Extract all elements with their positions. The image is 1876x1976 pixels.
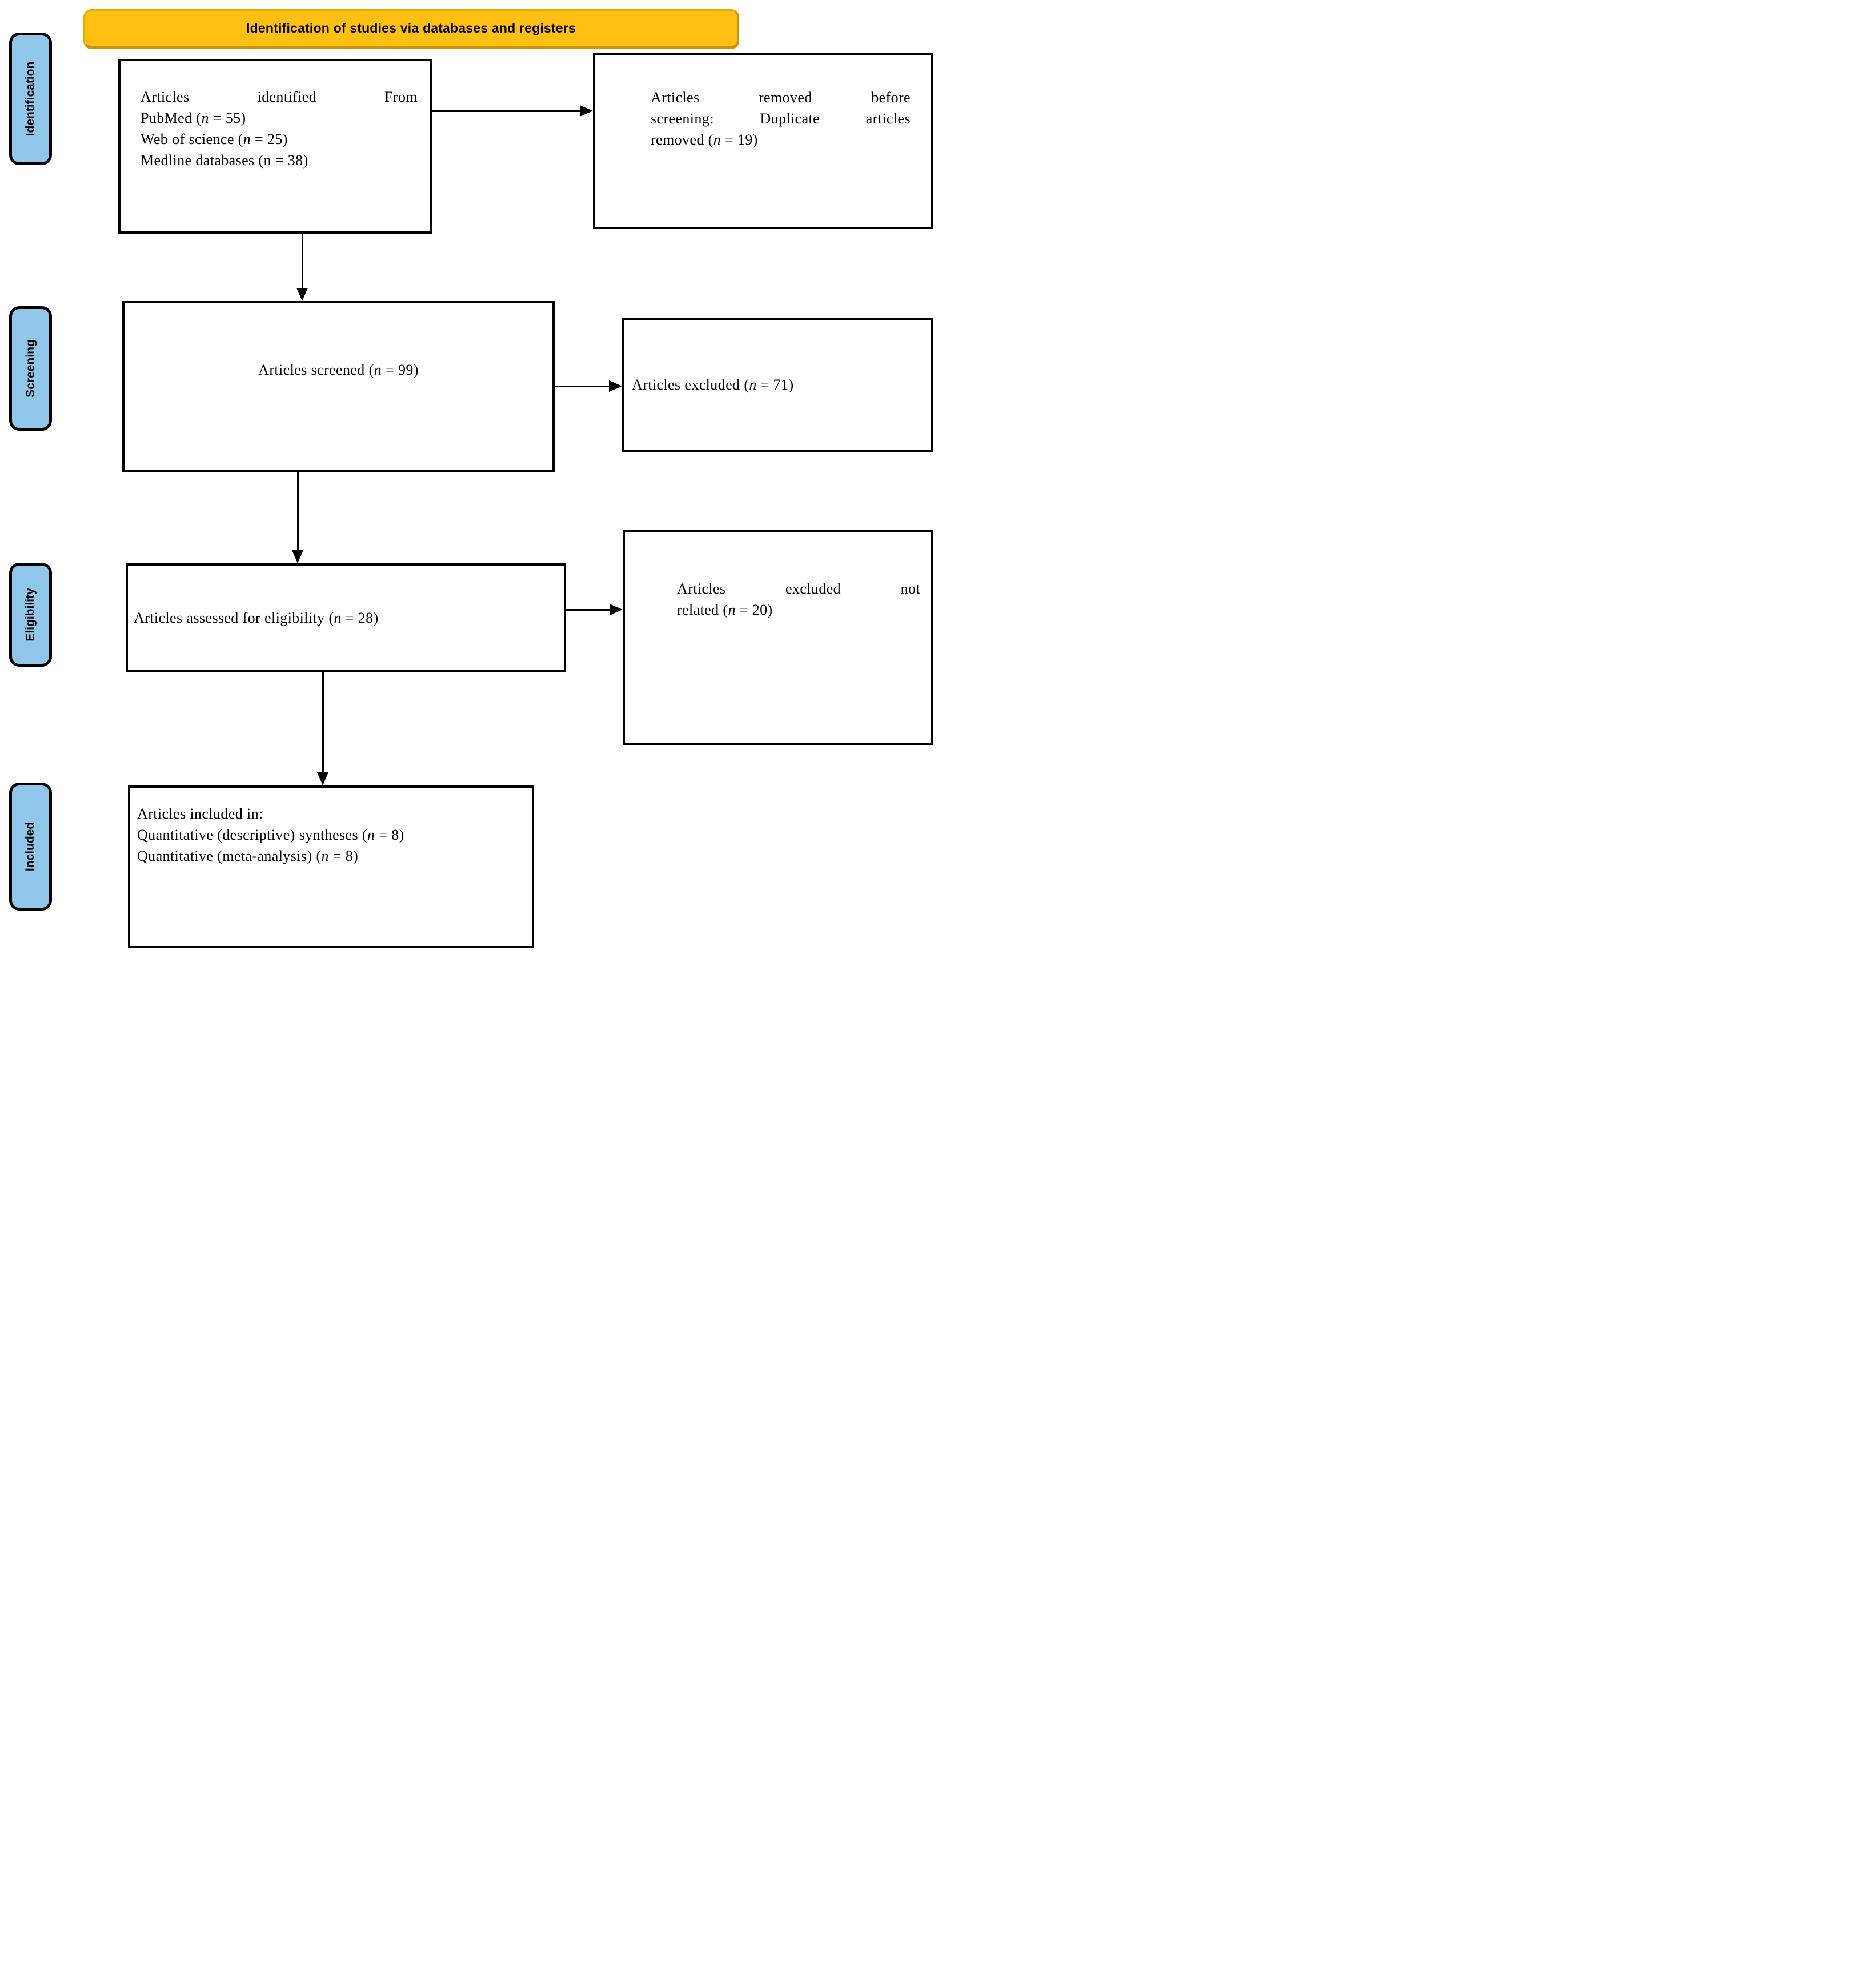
arrow-line bbox=[555, 386, 610, 387]
italic-n: n bbox=[334, 609, 342, 626]
text-segment: Quantitative (meta-analysis) ( bbox=[137, 848, 322, 864]
italic-n: n bbox=[243, 131, 251, 147]
arrowhead-down-icon bbox=[292, 550, 303, 563]
box-articles-excluded: Articles excluded (n = 71) bbox=[622, 318, 933, 452]
stage-label-text: Included bbox=[23, 821, 37, 872]
text-segment: Articles excluded not bbox=[677, 580, 920, 597]
italic-n: n bbox=[749, 376, 757, 393]
text-segment: = 28) bbox=[341, 609, 379, 626]
stage-label-text: Screening bbox=[23, 339, 37, 398]
italic-n: n bbox=[713, 131, 721, 148]
banner: Identification of studies via databases … bbox=[83, 9, 739, 49]
box-articles-excluded-not-related: Articles excluded not related (n = 20) bbox=[623, 530, 933, 745]
text-segment: = 25) bbox=[251, 131, 288, 147]
text-segment: = 55) bbox=[209, 110, 246, 126]
arrow-line bbox=[322, 672, 324, 773]
italic-n: n bbox=[321, 848, 329, 864]
italic-n: n bbox=[728, 602, 736, 618]
text-line: Medline databases (n = 38) bbox=[141, 150, 418, 171]
text-segment: = 8) bbox=[328, 848, 359, 864]
text-segment: Quantitative (descriptive) syntheses ( bbox=[137, 827, 367, 843]
text-segment: Web of science ( bbox=[141, 131, 243, 147]
italic-n: n bbox=[374, 362, 382, 378]
text-line: Quantitative (meta-analysis) (n = 8) bbox=[137, 845, 520, 867]
text-segment: = 19) bbox=[721, 131, 758, 148]
arrowhead-down-icon bbox=[296, 288, 308, 301]
text-line: Web of science (n = 25) bbox=[141, 129, 418, 150]
text-segment: Articles screened ( bbox=[258, 362, 374, 378]
prisma-flow-diagram: Identification of studies via databases … bbox=[0, 0, 938, 988]
text-line: Articles identified From bbox=[141, 86, 418, 107]
arrowhead-right-icon bbox=[580, 105, 593, 117]
text-line: related (n = 20) bbox=[677, 599, 920, 620]
text-segment: Articles identified From bbox=[141, 89, 418, 105]
stage-label-text: Identification bbox=[23, 61, 37, 137]
arrow-line bbox=[566, 609, 610, 611]
text-line: Articles assessed for eligibility (n = 2… bbox=[134, 607, 564, 628]
box-articles-assessed: Articles assessed for eligibility (n = 2… bbox=[126, 563, 566, 672]
text-line: Articles screened (n = 99) bbox=[136, 359, 541, 380]
text-segment: Articles assessed for eligibility ( bbox=[134, 609, 334, 626]
text-line: Articles excluded (n = 71) bbox=[632, 374, 931, 395]
arrow-line bbox=[302, 234, 303, 289]
text-line: Articles removed before bbox=[651, 87, 911, 108]
text-line: PubMed (n = 55) bbox=[141, 107, 418, 129]
arrowhead-down-icon bbox=[317, 772, 328, 785]
text-segment: Articles included in: bbox=[137, 805, 263, 822]
text-segment: related ( bbox=[677, 602, 728, 618]
text-segment: Articles excluded ( bbox=[632, 376, 749, 393]
box-articles-screened: Articles screened (n = 99) bbox=[122, 301, 555, 472]
stage-label-identification: Identification bbox=[9, 33, 52, 165]
text-segment: screening: Duplicate articles bbox=[651, 110, 911, 127]
stage-label-included: Included bbox=[9, 783, 52, 911]
text-segment: = 99) bbox=[382, 362, 419, 378]
text-line: Articles excluded not bbox=[677, 578, 920, 599]
text-line: removed (n = 19) bbox=[651, 129, 911, 150]
text-segment: Articles removed before bbox=[651, 89, 911, 106]
italic-n: n bbox=[367, 827, 375, 843]
text-segment: = 20) bbox=[735, 602, 773, 618]
banner-title: Identification of studies via databases … bbox=[246, 21, 576, 35]
box-articles-included: Articles included in: Quantitative (descr… bbox=[128, 785, 534, 948]
stage-label-screening: Screening bbox=[9, 306, 52, 431]
text-line: Quantitative (descriptive) syntheses (n … bbox=[137, 824, 520, 845]
arrow-line bbox=[297, 472, 299, 551]
text-line: screening: Duplicate articles bbox=[651, 108, 911, 129]
text-segment: PubMed ( bbox=[141, 110, 202, 126]
box-duplicates-removed: Articles removed before screening: Duplic… bbox=[593, 53, 933, 229]
arrow-line bbox=[431, 110, 581, 112]
stage-label-text: Eligibility bbox=[23, 588, 37, 642]
arrowhead-right-icon bbox=[609, 380, 622, 392]
text-segment: = 8) bbox=[375, 827, 404, 843]
text-segment: removed ( bbox=[651, 131, 713, 148]
stage-label-eligibility: Eligibility bbox=[9, 563, 52, 667]
italic-n: n bbox=[201, 110, 209, 126]
text-segment: Medline databases (n = 38) bbox=[141, 152, 308, 169]
arrowhead-right-icon bbox=[610, 604, 623, 615]
text-line: Articles included in: bbox=[137, 803, 520, 824]
text-segment: = 71) bbox=[756, 376, 794, 393]
